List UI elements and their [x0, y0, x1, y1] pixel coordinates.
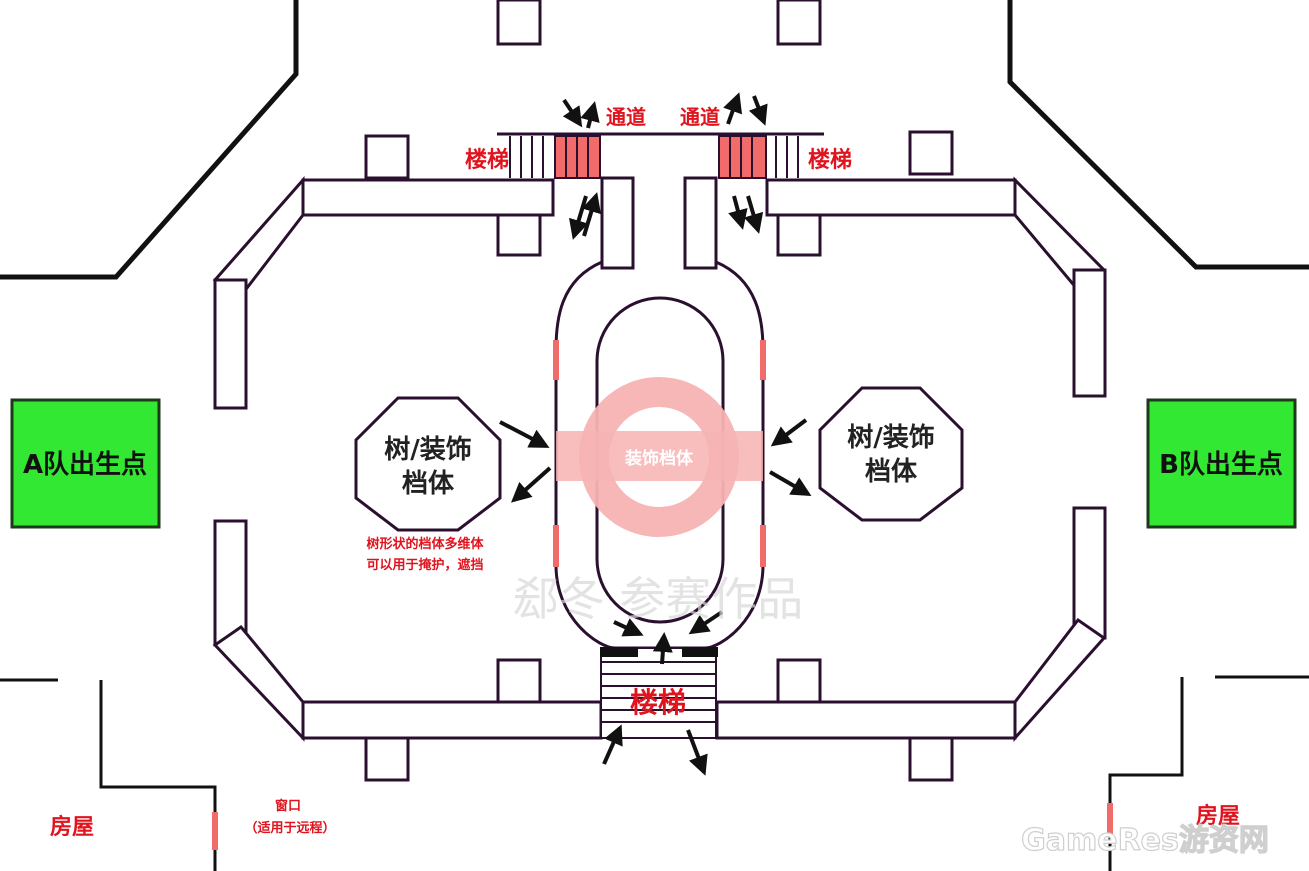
window-label-line1: 窗口: [275, 798, 301, 814]
stairs-left-label: 楼梯: [465, 147, 509, 173]
pillars: [364, 0, 954, 782]
window-label-line2: （适用于远程）: [244, 820, 335, 836]
spawn-a-box: [10, 398, 161, 529]
arena-walls: [212, 176, 1107, 742]
stairs-top-left: [509, 135, 601, 179]
house-left-label: 房屋: [50, 814, 94, 840]
house-right-window: [1107, 803, 1113, 835]
spawn-b-label: B队出生点: [1159, 449, 1283, 480]
outer-boundary: [0, 0, 1309, 280]
passage-left-label: 通道: [606, 105, 646, 129]
spawn-a-label: A队出生点: [23, 449, 147, 480]
cover-right-line2: 档体: [865, 457, 918, 487]
stairs-bottom-label: 楼梯: [630, 686, 686, 719]
house-right-label: 房屋: [1196, 803, 1240, 829]
center-decoration: 装饰档体: [556, 377, 763, 537]
stairs-top-right: [718, 135, 799, 179]
cover-left-octagon: [354, 396, 502, 532]
spawn-b-box: [1146, 398, 1297, 529]
brand-logo: GameRes游资网: [1021, 823, 1269, 858]
stairs-right-label: 楼梯: [808, 147, 852, 173]
corridors: [600, 176, 718, 270]
cover-left-line2: 档体: [402, 469, 455, 499]
cover-left-line1: 树/装饰: [384, 435, 472, 465]
passage-right-label: 通道: [680, 105, 720, 129]
tree-note-line1: 树形状的档体多维体: [366, 536, 484, 552]
track-markers: [553, 340, 766, 567]
watermark: 郄冬 参赛作品: [513, 572, 804, 626]
movement-arrows: [499, 92, 812, 776]
center-decoration-label: 装饰档体: [624, 448, 694, 469]
cover-right-line1: 树/装饰: [847, 423, 935, 453]
cover-right-octagon: [818, 386, 964, 522]
stairs-bottom: [600, 647, 718, 739]
tree-note-line2: 可以用于掩护，遮挡: [366, 557, 483, 573]
window-opening: [212, 812, 218, 850]
